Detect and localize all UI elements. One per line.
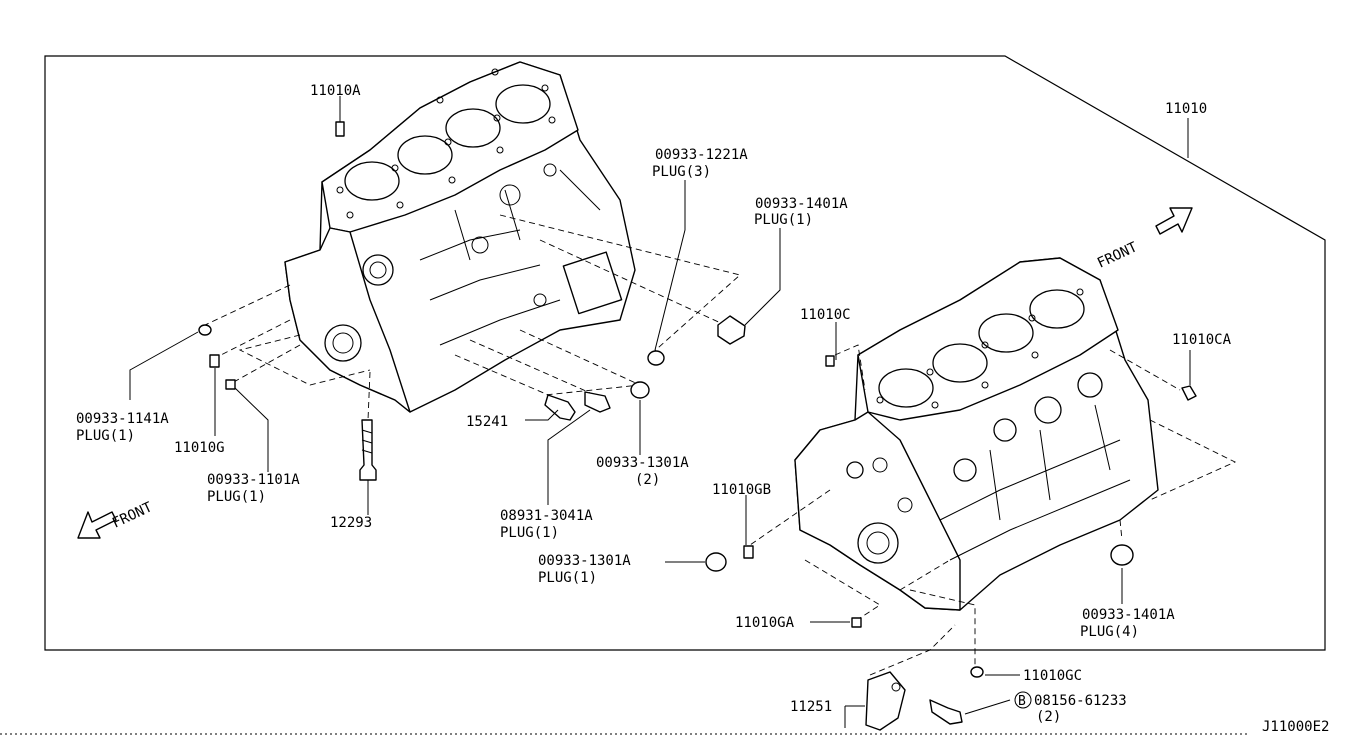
callout-labels: 11010 11010A 00933-1221A PLUG(3) 00933-1… <box>76 83 1329 735</box>
label-00933-1401a-bot-qty[interactable]: PLUG(4) <box>1080 624 1139 640</box>
right-small-parts <box>705 355 1197 731</box>
label-08931-3041a-qty[interactable]: PLUG(1) <box>500 525 559 541</box>
front-label-right: FRONT <box>1095 239 1140 272</box>
bolt-prefix-letter: B <box>1018 694 1026 709</box>
label-00933-1401a-top-qty[interactable]: PLUG(1) <box>754 212 813 228</box>
label-08156-61233-qty[interactable]: (2) <box>1036 709 1061 725</box>
diagram-code: J11000E2 <box>1262 719 1329 735</box>
diagram-frame <box>44 55 1326 651</box>
left-projection-lines <box>204 214 741 421</box>
front-arrow-left: FRONT <box>77 499 155 539</box>
right-projection-lines <box>749 344 1237 676</box>
engine-block-right <box>794 257 1159 611</box>
label-00933-1301a-low-qty[interactable]: PLUG(1) <box>538 570 597 586</box>
leader-lines <box>129 96 1191 728</box>
label-11010g[interactable]: 11010G <box>174 440 225 456</box>
front-label-left: FRONT <box>110 499 155 532</box>
label-11010ca[interactable]: 11010CA <box>1172 332 1232 348</box>
front-arrow-right: FRONT <box>1095 207 1193 272</box>
engine-block-left <box>284 61 636 413</box>
label-00933-1141a-qty[interactable]: PLUG(1) <box>76 428 135 444</box>
label-11010[interactable]: 11010 <box>1165 101 1207 117</box>
label-00933-1141a-code[interactable]: 00933-1141A <box>76 411 169 427</box>
label-11010c[interactable]: 11010C <box>800 307 851 323</box>
label-08931-3041a-code[interactable]: 08931-3041A <box>500 508 593 524</box>
label-11251[interactable]: 11251 <box>790 699 832 715</box>
label-00933-1221a-qty[interactable]: PLUG(3) <box>652 164 711 180</box>
label-00933-1221a-code[interactable]: 00933-1221A <box>655 147 748 163</box>
label-00933-1101a-qty[interactable]: PLUG(1) <box>207 489 266 505</box>
label-11010ga[interactable]: 11010GA <box>735 615 795 631</box>
label-00933-1401a-bot-code[interactable]: 00933-1401A <box>1082 607 1175 623</box>
label-11010a[interactable]: 11010A <box>310 83 361 99</box>
label-11010gb[interactable]: 11010GB <box>712 482 771 498</box>
label-11010gc[interactable]: 11010GC <box>1023 668 1082 684</box>
label-15241[interactable]: 15241 <box>466 414 508 430</box>
label-08156-61233-code[interactable]: 08156-61233 <box>1034 693 1127 709</box>
left-small-parts <box>198 121 746 481</box>
label-00933-1301a-low-code[interactable]: 00933-1301A <box>538 553 631 569</box>
label-12293[interactable]: 12293 <box>330 515 372 531</box>
label-00933-1301a-mid-code[interactable]: 00933-1301A <box>596 455 689 471</box>
label-00933-1301a-mid-qty[interactable]: (2) <box>635 472 660 488</box>
label-00933-1401a-top-code[interactable]: 00933-1401A <box>755 196 848 212</box>
bolt-prefix-circle <box>1014 691 1032 709</box>
label-00933-1101a-code[interactable]: 00933-1101A <box>207 472 300 488</box>
